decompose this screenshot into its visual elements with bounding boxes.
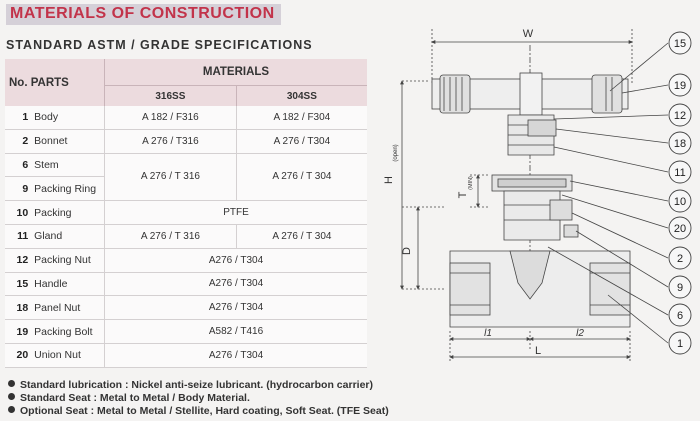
table-row: 19 Packing Bolt A582 / T416 — [5, 319, 367, 344]
table-row: 15 Handle A276 / T304 — [5, 272, 367, 297]
table-row: 12 Packing Nut A276 / T304 — [5, 248, 367, 273]
callout-circle — [668, 160, 692, 184]
material-316: A 276 / T 316 — [104, 224, 237, 249]
callout-circle — [668, 275, 692, 299]
note-text: Standard lubrication : Nickel anti-seize… — [20, 379, 373, 391]
callout-circle — [668, 331, 692, 355]
part-number: 12 — [5, 248, 35, 273]
table-row: 20 Union Nut A276 / T304 — [5, 343, 367, 368]
material-merged: PTFE — [104, 200, 367, 225]
note-item: Optional Seat : Metal to Metal / Stellit… — [8, 405, 389, 418]
part-number: 1 — [5, 106, 35, 130]
callout-circle — [668, 189, 692, 213]
material-304: A 276 / T304 — [236, 129, 367, 154]
callout-label: 15 — [674, 38, 686, 50]
part-number: 6 — [5, 153, 35, 178]
bullet-icon — [8, 406, 15, 414]
part-name: Gland — [34, 224, 106, 249]
callout-label: 19 — [674, 80, 686, 92]
part-name: Handle — [34, 272, 106, 297]
callout-circle — [668, 103, 692, 127]
callout-label: 18 — [674, 138, 686, 150]
part-number: 15 — [5, 272, 35, 297]
callout-label: 12 — [674, 110, 686, 122]
callout-label: 1 — [677, 338, 683, 350]
callout-label: 20 — [674, 223, 686, 235]
callout-label: 6 — [677, 310, 683, 322]
page-subtitle: STANDARD ASTM / GRADE SPECIFICATIONS — [6, 38, 313, 52]
callout-circle — [668, 131, 692, 155]
material-304: A 182 / F304 — [236, 106, 367, 130]
part-name: Union Nut — [34, 343, 106, 368]
callout-circle — [668, 246, 692, 270]
part-name: Stem — [34, 153, 106, 178]
part-number: 11 — [5, 224, 35, 249]
note-item: Standard lubrication : Nickel anti-seize… — [8, 379, 389, 392]
dim-l-label: L — [535, 345, 541, 357]
part-name: Body — [34, 106, 106, 130]
part-number: 10 — [5, 200, 35, 225]
material-304: A 276 / T 304 — [236, 224, 367, 249]
material-merged: A582 / T416 — [104, 319, 367, 344]
page-title: MATERIALS OF CONSTRUCTION — [6, 4, 281, 25]
dim-l1-label: l1 — [484, 328, 492, 339]
dim-t-sub-label: (MIN) — [468, 176, 474, 190]
dim-l2-label: l2 — [576, 328, 584, 339]
header-316ss: 316SS — [104, 85, 237, 106]
callout-circle — [668, 73, 692, 97]
part-name: Packing Bolt — [34, 319, 106, 344]
note-text: Standard Seat : Metal to Metal / Body Ma… — [20, 392, 250, 405]
dim-h-label: H — [383, 176, 395, 184]
callout-circle — [668, 31, 692, 55]
part-name: Bonnet — [34, 129, 106, 154]
part-name: Panel Nut — [34, 295, 106, 321]
bullet-icon — [8, 380, 15, 387]
note-text: Optional Seat : Metal to Metal / Stellit… — [20, 405, 389, 418]
dim-h-sub-label: (open) — [393, 144, 399, 161]
dim-d-label: D — [401, 247, 413, 255]
table-row: 18 Panel Nut A276 / T304 — [5, 295, 367, 321]
dim-t-label: T — [457, 191, 469, 198]
material-merged: A276 / T304 — [104, 295, 367, 321]
callout-label: 10 — [674, 196, 686, 208]
material-316: A 276 / T 316 — [104, 153, 237, 202]
part-number: 19 — [5, 319, 35, 344]
part-name: Packing — [34, 200, 106, 225]
valve-drawing: W H (open) D T (MIN) l1 l2 L 15 19 12 18… — [383, 28, 692, 361]
note-item: Standard Seat : Metal to Metal / Body Ma… — [8, 392, 389, 405]
part-number: 9 — [5, 176, 35, 202]
table-row: 11 Gland A 276 / T 316 A 276 / T 304 — [5, 224, 367, 249]
callout-circle — [668, 303, 692, 327]
dim-w-label: W — [523, 28, 534, 40]
header-materials: MATERIALS — [104, 59, 367, 86]
materials-table: No. PARTS MATERIALS 316SS 304SS 1 Body A… — [5, 59, 367, 368]
part-name: Packing Nut — [34, 248, 106, 273]
part-name: Packing Ring — [34, 176, 106, 202]
callout-label: 9 — [677, 282, 683, 294]
material-merged: A276 / T304 — [104, 248, 367, 273]
table-row: 9 Packing Ring — [5, 176, 367, 202]
material-merged: A276 / T304 — [104, 343, 367, 368]
header-304ss: 304SS — [236, 85, 367, 106]
table-row: 2 Bonnet A 276 / T316 A 276 / T304 — [5, 129, 367, 154]
bullet-icon — [8, 393, 15, 401]
table-row: 1 Body A 182 / F316 A 182 / F304 — [5, 106, 367, 130]
notes-list: Standard lubrication : Nickel anti-seize… — [8, 379, 389, 419]
table-row: 10 Packing PTFE — [5, 200, 367, 225]
callout-circle — [668, 216, 692, 240]
table-row: 6 Stem A 276 / T 316 A 276 / T 304 — [5, 153, 367, 202]
header-no-parts: No. PARTS — [5, 59, 105, 106]
material-316: A 182 / F316 — [104, 106, 237, 130]
part-number: 18 — [5, 295, 35, 321]
material-316: A 276 / T316 — [104, 129, 237, 154]
callout-label: 2 — [677, 253, 683, 265]
callout-label: 11 — [674, 167, 685, 179]
part-number: 20 — [5, 343, 35, 368]
material-merged: A276 / T304 — [104, 272, 367, 297]
material-304: A 276 / T 304 — [236, 153, 367, 202]
part-number: 2 — [5, 129, 35, 154]
